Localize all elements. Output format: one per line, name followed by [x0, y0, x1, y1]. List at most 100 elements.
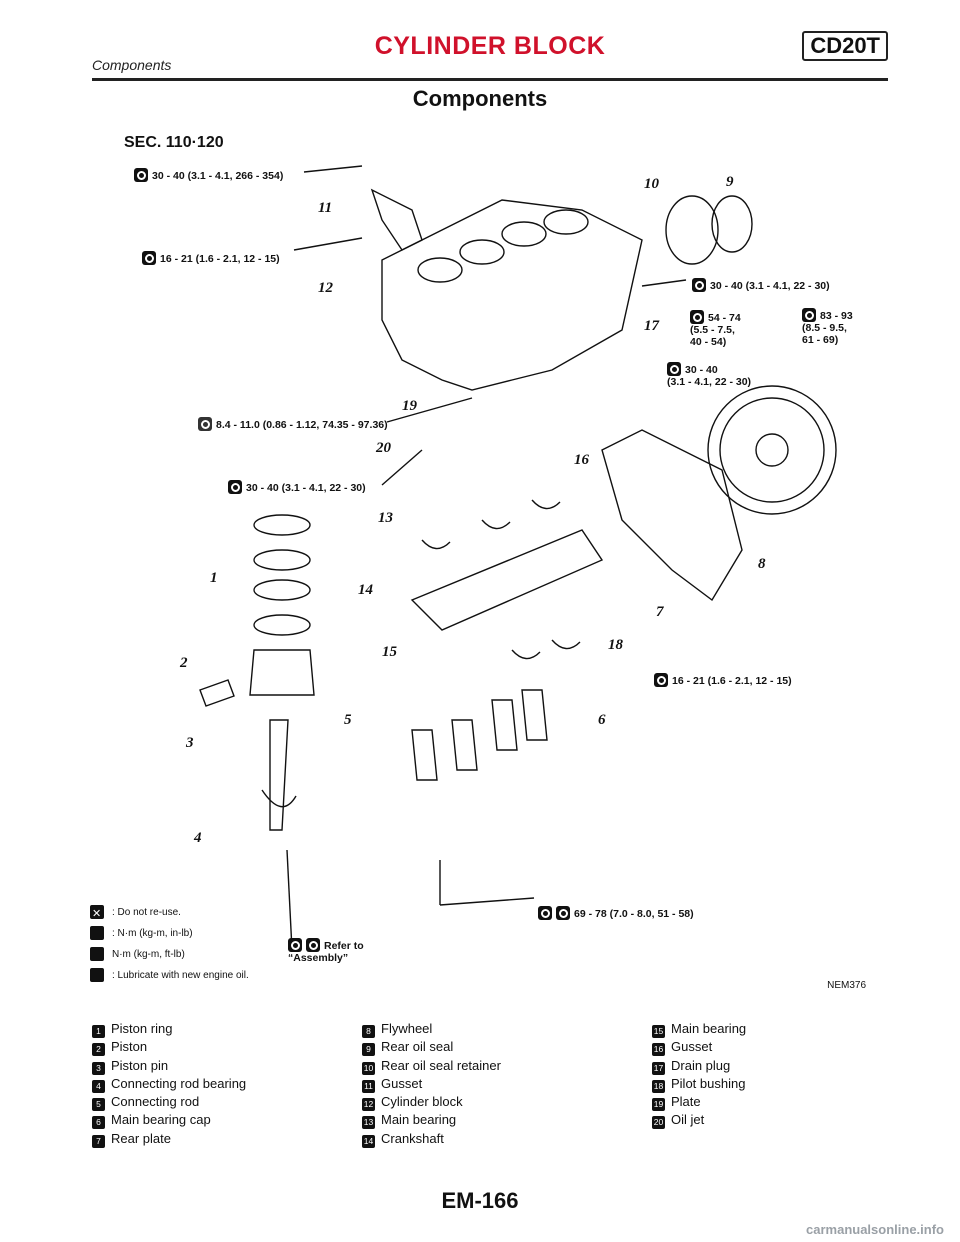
header-divider — [92, 78, 888, 81]
legend-item: : N·m (kg-m, in-lb) — [90, 923, 249, 944]
callout-3: 3 — [186, 735, 194, 751]
torque-wrench-icon — [690, 310, 704, 324]
connecting-rod-bearing-drawing — [261, 789, 297, 808]
gusset-top-drawing — [370, 188, 423, 251]
piston-pin-drawing — [199, 679, 235, 707]
section-title: CYLINDER BLOCK — [374, 32, 606, 60]
torque-wrench-icon — [228, 480, 242, 494]
lubricate-icon — [288, 938, 302, 952]
torque-wrench-icon — [134, 168, 148, 182]
torque-spec: 54 - 74 (5.5 - 7.5, 40 - 54) — [690, 310, 741, 348]
legend-item: : Lubricate with new engine oil. — [90, 965, 249, 986]
callout-12: 12 — [318, 280, 333, 296]
torque-wrench-icon — [306, 938, 320, 952]
callout-15: 15 — [382, 644, 397, 660]
figure-code: NEM376 — [827, 980, 866, 991]
cylinder-block-drawing — [381, 199, 643, 391]
watermark: carmanualsonline.info — [806, 1222, 944, 1237]
torque-wrench-icon — [667, 362, 681, 376]
torque-wrench-icon — [692, 278, 706, 292]
callout-7: 7 — [656, 604, 664, 620]
torque-wrench-icon — [90, 926, 104, 940]
crankshaft-drawing — [410, 529, 604, 631]
callout-17: 17 — [644, 318, 659, 334]
torque-spec: 16 - 21 (1.6 - 2.1, 12 - 15) — [654, 673, 792, 687]
callout-8: 8 — [758, 556, 766, 572]
do-not-reuse-icon — [90, 904, 104, 925]
callout-9: 9 — [726, 174, 734, 190]
torque-spec: 30 - 40 (3.1 - 4.1, 266 - 354) — [134, 168, 283, 182]
exploded-diagram: SEC. 110·120 30 - 40 (3.1 - 4.1, 266 - 3… — [82, 130, 878, 996]
main-bearing-cap-drawing — [411, 729, 438, 781]
torque-spec: Refer to “Assembly” — [288, 938, 364, 964]
torque-spec: 30 - 40 (3.1 - 4.1, 22 - 30) — [228, 480, 366, 494]
flywheel-drawing — [707, 385, 837, 515]
callout-10: 10 — [644, 176, 659, 192]
callout-4: 4 — [194, 830, 202, 846]
torque-wrench-icon — [198, 417, 212, 431]
callout-18: 18 — [608, 637, 623, 653]
callout-13: 13 — [378, 510, 393, 526]
callout-19: 19 — [402, 398, 417, 414]
torque-spec: 83 - 93 (8.5 - 9.5, 61 - 69) — [802, 308, 853, 346]
torque-spec: 30 - 40 (3.1 - 4.1, 22 - 30) — [692, 278, 830, 292]
rear-oil-seal-drawing — [711, 195, 753, 253]
lubricate-icon — [90, 968, 104, 982]
piston-drawing — [249, 649, 315, 696]
torque-spec: 8.4 - 11.0 (0.86 - 1.12, 74.35 - 97.36) — [198, 417, 388, 431]
rear-oil-seal-retainer-drawing — [665, 195, 719, 265]
torque-wrench-icon — [654, 673, 668, 687]
section-subtitle: Components — [92, 57, 172, 73]
callout-6: 6 — [598, 712, 606, 728]
section-number: SEC. 110·120 — [124, 134, 224, 151]
callout-11: 11 — [318, 200, 333, 216]
main-bearing-drawing — [421, 539, 451, 550]
diagram-legend: : Do not re-use. : N·m (kg-m, in-lb) N·m… — [90, 902, 249, 986]
callout-16: 16 — [574, 452, 589, 468]
callout-2: 2 — [180, 655, 188, 671]
torque-spec: 69 - 78 (7.0 - 8.0, 51 - 58) — [538, 906, 694, 920]
callout-1: 1 — [210, 570, 218, 586]
torque-spec: 16 - 21 (1.6 - 2.1, 12 - 15) — [142, 251, 280, 265]
torque-wrench-icon — [142, 251, 156, 265]
callout-5: 5 — [344, 712, 352, 728]
callout-20: 20 — [376, 440, 391, 456]
callout-14: 14 — [358, 582, 373, 598]
torque-wrench-icon — [556, 906, 570, 920]
lubricate-icon — [538, 906, 552, 920]
legend-item: : Do not re-use. — [90, 902, 249, 925]
torque-wrench-icon — [802, 308, 816, 322]
diagram-drawing — [199, 165, 837, 951]
piston-ring-drawing — [253, 514, 311, 536]
torque-wrench-icon — [90, 947, 104, 961]
page-header: CYLINDER BLOCK CD20T Components — [92, 26, 888, 82]
connecting-rod-drawing — [269, 719, 289, 831]
page-number: EM-166 — [441, 1188, 519, 1213]
rear-plate-drawing — [601, 429, 743, 602]
model-badge: CD20T — [802, 31, 888, 61]
torque-spec: 30 - 40 (3.1 - 4.1, 22 - 30) — [667, 362, 752, 388]
